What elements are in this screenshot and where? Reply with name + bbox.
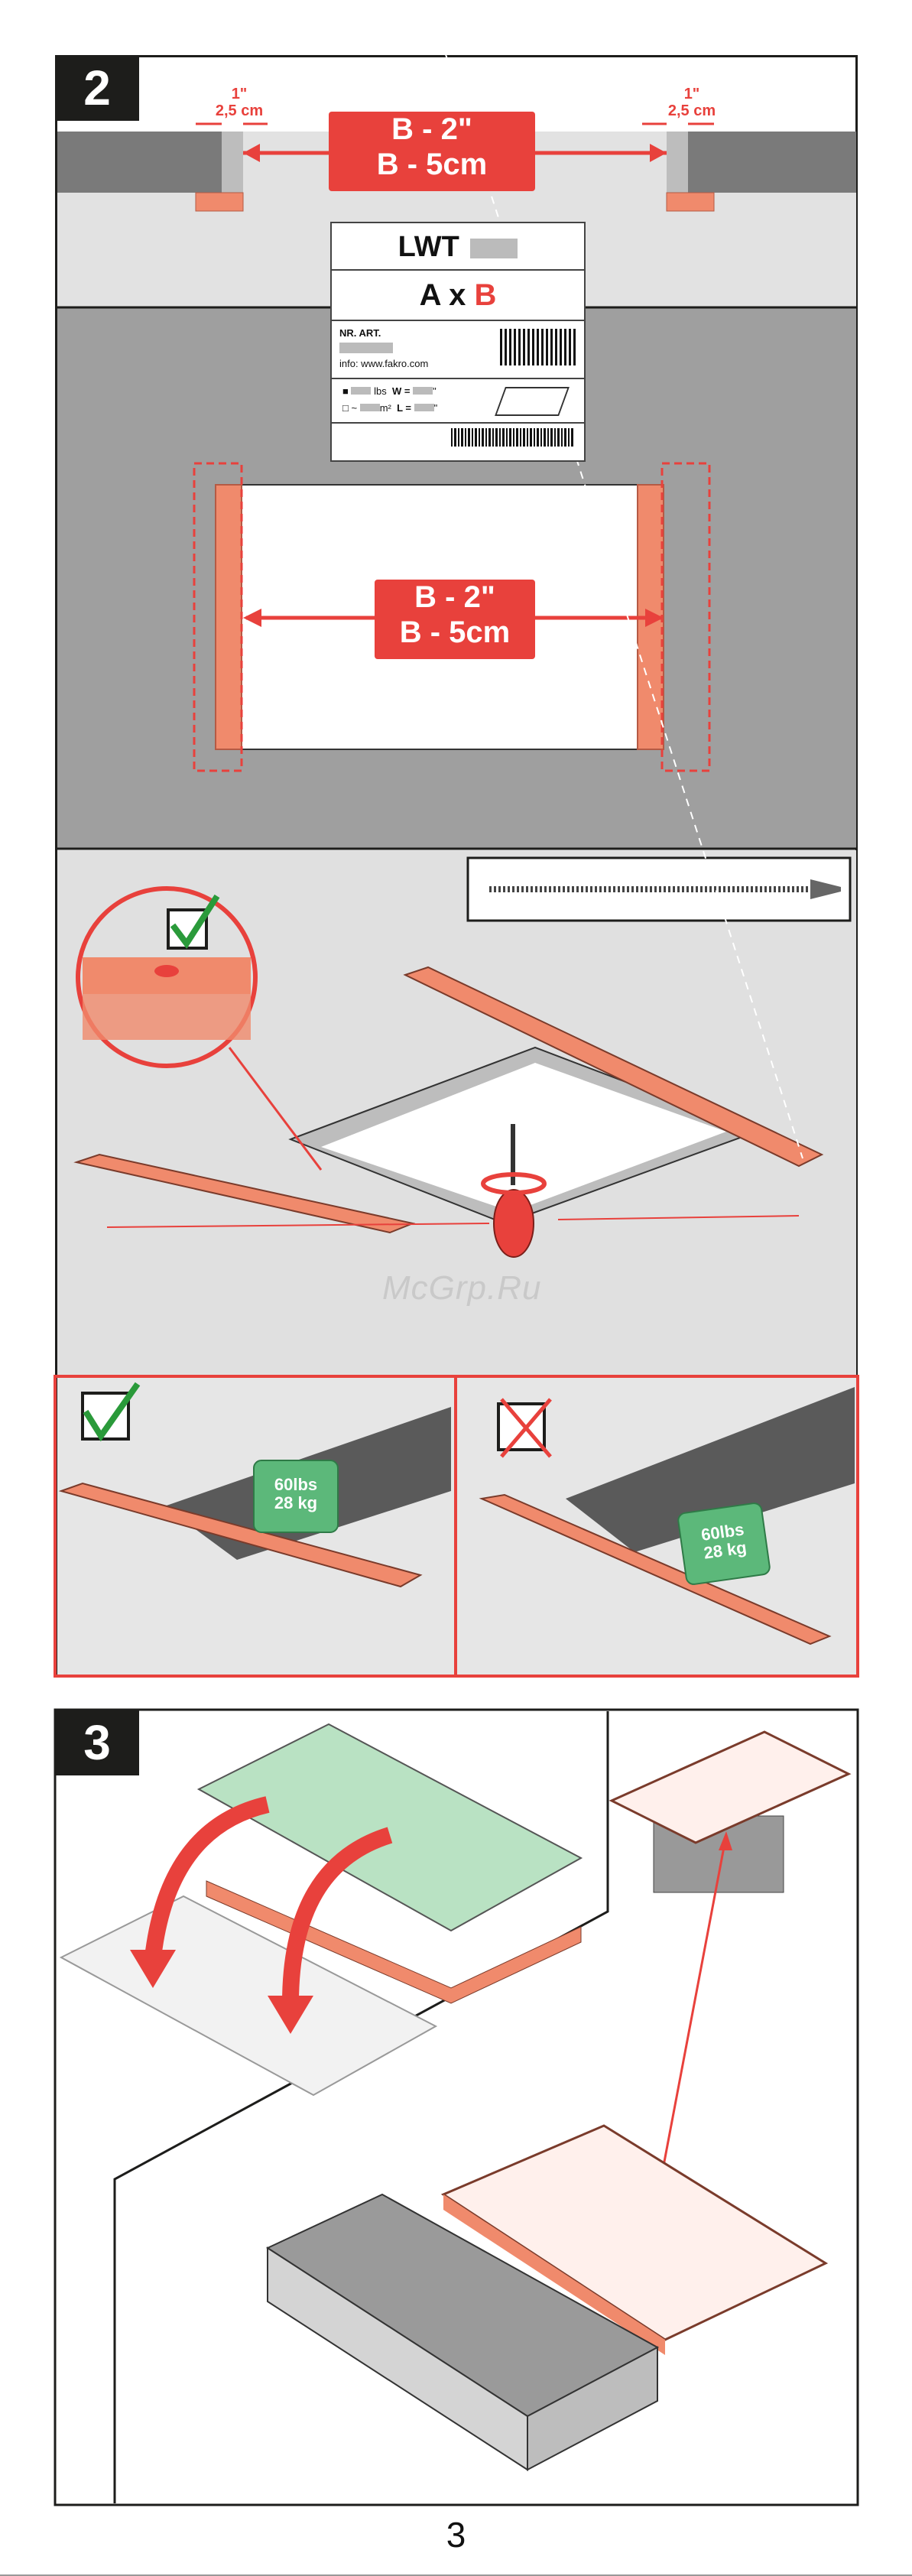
label-barcode-large [451, 428, 573, 447]
label-w-mask [413, 387, 433, 395]
label-model-mask [470, 239, 518, 258]
step-3-badge: 3 [55, 1710, 139, 1775]
label-weight-mask [351, 387, 371, 395]
dimension-top-box: B - 2" B - 5cm [329, 112, 535, 191]
label-art-mask [339, 343, 393, 353]
label-size-a: A x [420, 278, 475, 312]
box-icon: □ [342, 402, 349, 414]
ladder-pack-icon [495, 387, 570, 416]
dimension-frame-box: B - 2" B - 5cm [375, 580, 535, 659]
weight-ok-lbs: 60lbs [254, 1476, 338, 1494]
label-l-mask [414, 404, 434, 411]
dimension-frame-line2: B - 5cm [375, 615, 535, 650]
label-size-row: A x B [332, 271, 584, 321]
label-w: W = [392, 385, 410, 397]
weight-ok-kg: 28 kg [254, 1494, 338, 1512]
weight-ok: 60lbs 28 kg [254, 1476, 338, 1512]
gap-right-inch: 1" [650, 86, 734, 102]
label-model-text: LWT [398, 231, 459, 263]
label-weight: ■ lbs W = " [342, 385, 437, 397]
label-barcode-small [500, 329, 576, 365]
label-area-mask [360, 404, 380, 411]
gap-left-inch: 1" [197, 86, 281, 102]
label-size: A x B [332, 278, 584, 313]
label-l-unit: " [434, 402, 438, 414]
step-2-badge: 2 [55, 55, 139, 121]
label-art-row: NR. ART. info: www.fakro.com [332, 321, 584, 379]
dimension-top-line2: B - 5cm [329, 147, 535, 182]
dimension-top-line1: B - 2" [329, 112, 535, 147]
label-w-unit: " [433, 385, 437, 397]
gap-left-label: 1" 2,5 cm [197, 86, 281, 119]
gap-right-label: 1" 2,5 cm [650, 86, 734, 119]
page-number: 3 [0, 2514, 912, 2555]
label-approx: ~ [351, 402, 357, 414]
gap-right-cm: 2,5 cm [650, 102, 734, 119]
label-size-b: B [474, 278, 496, 312]
label-weight-unit: lbs [374, 385, 387, 397]
label-model-row: LWT [332, 223, 584, 271]
watermark: McGrp.Ru [382, 1269, 541, 1307]
gap-left-cm: 2,5 cm [197, 102, 281, 119]
label-specs-row: ■ lbs W = " □ ~ m² L = " [332, 379, 584, 424]
label-art: NR. ART. [339, 327, 381, 339]
label-model: LWT [332, 231, 584, 264]
label-info: info: www.fakro.com [339, 358, 428, 369]
dimension-frame-line1: B - 2" [375, 580, 535, 615]
label-area-unit: m² [380, 402, 391, 414]
product-label: LWT A x B NR. ART. info: www.fakro.com ■… [330, 222, 586, 462]
label-l: L = [397, 402, 411, 414]
weight-icon: ■ [342, 385, 349, 397]
label-area: □ ~ m² L = " [342, 402, 437, 414]
